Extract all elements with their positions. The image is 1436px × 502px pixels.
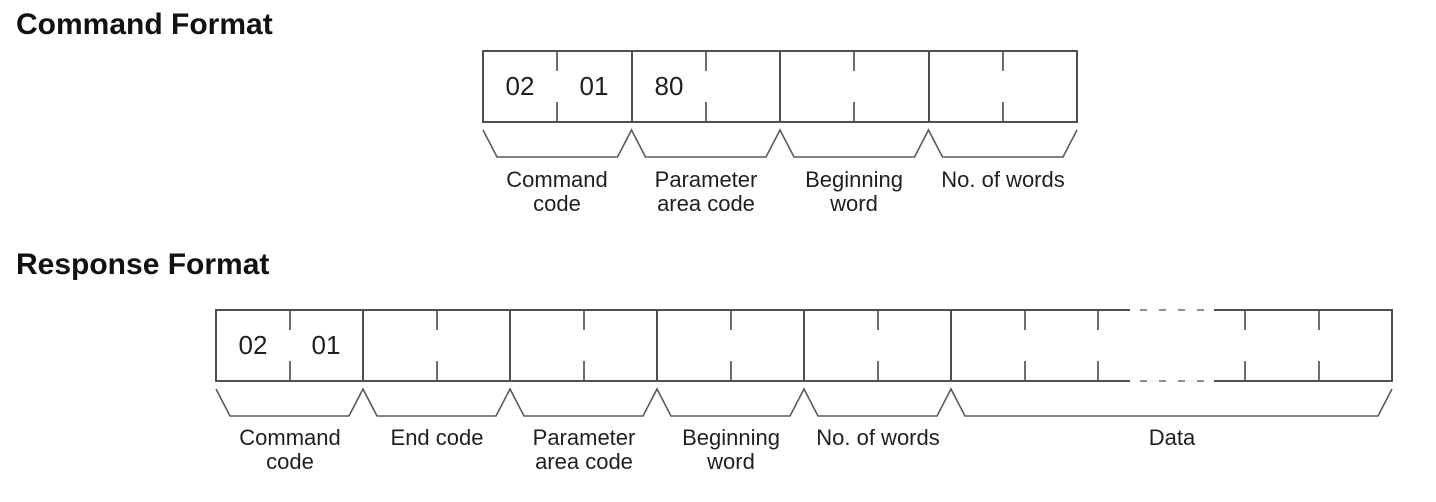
continuation-dot — [1178, 309, 1185, 311]
segment-label-command-code: Command code — [506, 167, 608, 216]
box-left-edge — [215, 309, 217, 382]
cell-divider-tick — [730, 361, 732, 380]
cell-divider-tick — [877, 361, 879, 380]
cell-divider-tick — [1024, 361, 1026, 380]
segment-boundary-line — [950, 309, 952, 382]
segment-label-beginning-word: Beginning word — [805, 167, 903, 216]
segment-label-command-code: Command code — [239, 425, 341, 474]
cell-divider-tick — [289, 361, 291, 380]
cell-divider-tick — [853, 52, 855, 71]
continuation-dot — [1197, 309, 1204, 311]
continuation-dot — [1159, 309, 1166, 311]
segment-label-no-of-words: No. of words — [941, 167, 1065, 192]
cell-divider-tick — [877, 311, 879, 330]
cell-divider-tick — [436, 311, 438, 330]
cell-divider-tick — [436, 361, 438, 380]
cell-value-parameter-area-code-0: 80 — [654, 71, 684, 101]
cell-divider-tick — [705, 102, 707, 121]
command-format-title: Command Format — [16, 8, 273, 41]
cell-value-command-code-1: 01 — [311, 330, 341, 360]
cell-divider-tick — [583, 361, 585, 380]
box-right-edge — [1391, 309, 1393, 382]
continuation-dot — [1178, 380, 1185, 382]
box-bottom-border — [216, 380, 1130, 382]
cell-divider-tick — [1097, 361, 1099, 380]
cell-divider-tick — [1002, 52, 1004, 71]
segment-boundary-line — [779, 50, 781, 123]
cell-divider-tick — [556, 102, 558, 121]
cell-divider-tick — [853, 102, 855, 121]
cell-value-command-code-1: 01 — [579, 71, 609, 101]
segment-label-no-of-words: No. of words — [816, 425, 940, 450]
cell-divider-tick — [583, 311, 585, 330]
box-bottom-border — [1214, 380, 1393, 382]
segment-boundary-line — [656, 309, 658, 382]
segment-label-data: Data — [1148, 425, 1196, 450]
segment-label-parameter-area-code: Parameter area code — [654, 167, 758, 216]
continuation-dot — [1140, 309, 1147, 311]
box-left-edge — [482, 50, 484, 123]
continuation-dot — [1197, 380, 1204, 382]
continuation-dot — [1140, 380, 1147, 382]
segment-boundary-line — [362, 309, 364, 382]
cell-divider-tick — [1024, 311, 1026, 330]
cell-divider-tick — [730, 311, 732, 330]
segment-brace-row — [482, 128, 1078, 158]
box-right-edge — [1076, 50, 1078, 123]
cell-divider-tick — [556, 52, 558, 71]
segment-boundary-line — [803, 309, 805, 382]
continuation-dot — [1159, 380, 1166, 382]
segment-label-parameter-area-code: Parameter area code — [532, 425, 636, 474]
response-format-title: Response Format — [16, 248, 270, 281]
segment-boundary-line — [631, 50, 633, 123]
cell-divider-tick — [1244, 311, 1246, 330]
segment-brace-row — [215, 387, 1393, 417]
cell-divider-tick — [1318, 361, 1320, 380]
cell-divider-tick — [1097, 311, 1099, 330]
cell-value-command-code-0: 02 — [505, 71, 535, 101]
box-top-border — [1214, 309, 1393, 311]
cell-value-command-code-0: 02 — [238, 330, 268, 360]
cell-divider-tick — [705, 52, 707, 71]
cell-divider-tick — [1002, 102, 1004, 121]
segment-label-beginning-word: Beginning word — [682, 425, 780, 474]
segment-boundary-line — [928, 50, 930, 123]
cell-divider-tick — [1244, 361, 1246, 380]
segment-boundary-line — [509, 309, 511, 382]
box-top-border — [216, 309, 1130, 311]
cell-divider-tick — [1318, 311, 1320, 330]
cell-divider-tick — [289, 311, 291, 330]
segment-label-end-code: End code — [390, 425, 484, 450]
